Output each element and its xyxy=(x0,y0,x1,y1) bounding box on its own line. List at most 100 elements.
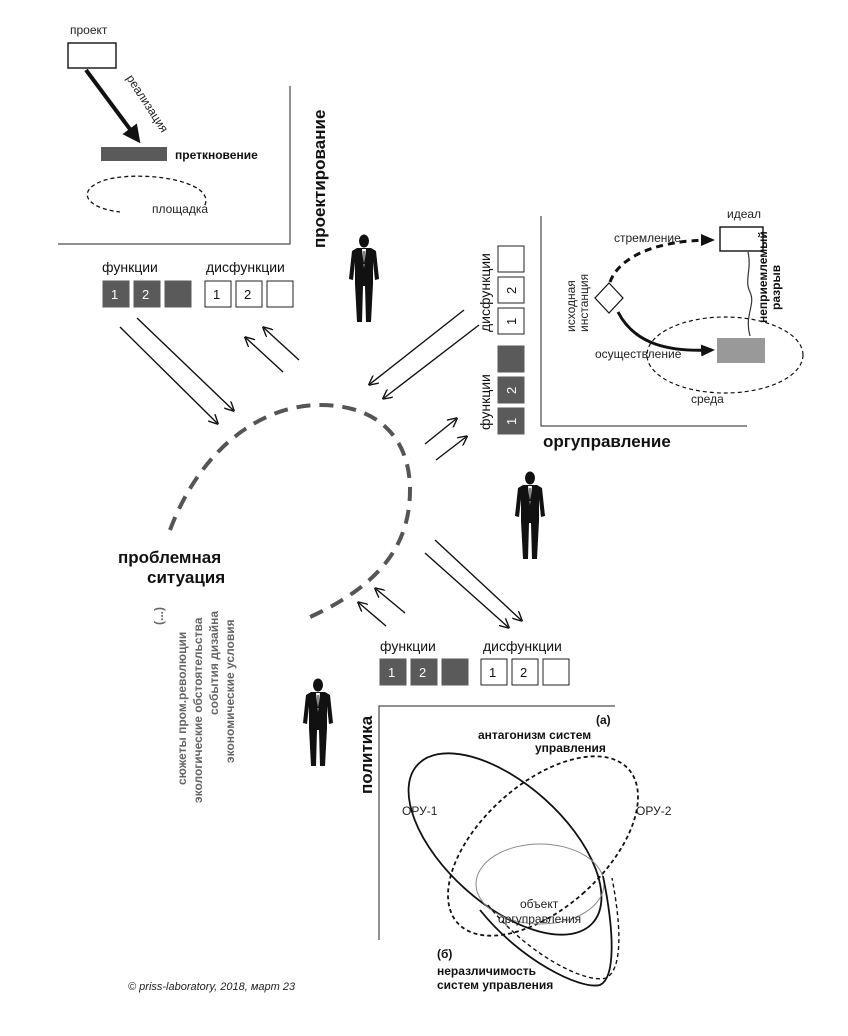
bottom-functions: функции дисфункции 1 2 1 2 xyxy=(379,638,570,686)
ideal-label: идеал xyxy=(727,207,761,221)
dysfunction-cell xyxy=(497,276,525,304)
object-label-2: оргуправления xyxy=(498,912,581,926)
overlap-arc-solid xyxy=(479,875,613,987)
aspiration-label: стремление xyxy=(614,231,681,245)
function-cell xyxy=(497,345,525,373)
function-cell-label: 2 xyxy=(142,287,149,302)
gap-label-1: неприемлемый xyxy=(756,231,770,323)
oru2-label: ОРУ-2 xyxy=(636,804,672,818)
dysfunction-cell xyxy=(266,280,294,308)
realization-label: осуществление xyxy=(595,347,682,361)
realization-label: реализация xyxy=(123,72,171,135)
copyright-label: © priss-laboratory, 2018, март 23 xyxy=(128,981,296,993)
problem-title-2: ситуация xyxy=(147,568,225,587)
design-section: проект реализация преткновение площадка … xyxy=(58,23,329,248)
project-label: проект xyxy=(70,23,108,37)
function-cell xyxy=(133,280,161,308)
problem-dashed-arc xyxy=(168,402,413,619)
org-frame xyxy=(540,216,747,427)
problem-item: (...) xyxy=(152,607,166,625)
function-cell-label: 2 xyxy=(419,665,426,680)
source-diamond-icon xyxy=(594,282,624,314)
indistinct-label-1: неразличимость xyxy=(437,964,536,978)
function-cell xyxy=(410,658,438,686)
ideal-box xyxy=(719,226,764,252)
top-left-functions: функции дисфункции 1 2 1 2 xyxy=(102,259,294,308)
realization-arrow-icon xyxy=(616,311,715,357)
dysfunction-cell xyxy=(235,280,263,308)
dysfunction-cell-label: 1 xyxy=(213,287,220,302)
realized-block xyxy=(717,338,765,363)
politics-section: политика (а) антагонизм систем управлени… xyxy=(357,705,672,992)
oru2-ellipse xyxy=(447,755,639,937)
function-cell xyxy=(441,658,469,686)
object-label-1: объект xyxy=(520,897,559,911)
design-title: проектирование xyxy=(310,110,329,248)
dysfunctions-label: дисфункции xyxy=(206,259,285,275)
arrow-icon xyxy=(434,539,521,620)
gap-brace xyxy=(747,251,753,337)
function-cell-label: 1 xyxy=(388,665,395,680)
stumble-label: преткновение xyxy=(175,148,258,162)
a-label: (а) xyxy=(596,713,611,727)
dysfunction-cell-label: 2 xyxy=(504,287,519,294)
problem-item: экологические обстоятельства xyxy=(191,617,205,803)
person-figure-icon xyxy=(303,678,333,766)
arrow-icon xyxy=(435,437,466,461)
arrow-icon xyxy=(264,328,300,361)
source-label-2: инстанция xyxy=(577,274,591,332)
problem-title-1: проблемная xyxy=(118,548,221,567)
antagonism-label-2: управления xyxy=(535,741,606,755)
arrow-icon xyxy=(376,589,406,614)
site-label: площадка xyxy=(152,202,208,216)
bottom-arrows xyxy=(359,539,521,627)
politics-frame xyxy=(378,705,615,940)
gap-label-2: разрыв xyxy=(769,265,783,310)
problem-item: сюжеты пром.революции xyxy=(175,632,189,785)
org-functions-label: функции xyxy=(477,374,493,430)
source-label-1: исходная xyxy=(564,280,578,332)
stumble-bar xyxy=(101,147,167,161)
arrow-icon xyxy=(136,317,233,410)
site-dashed-arc xyxy=(86,175,207,213)
dysfunction-cell xyxy=(511,658,539,686)
arrow-icon xyxy=(119,326,217,423)
functions-label: функции xyxy=(380,638,436,654)
aspiration-arrow-icon xyxy=(608,234,715,283)
function-cell-label: 2 xyxy=(504,387,519,394)
org-management-section: оргуправление идеал стремление исходная … xyxy=(477,207,804,451)
function-cell xyxy=(164,280,192,308)
design-frame xyxy=(58,86,291,245)
dysfunction-cell-label: 1 xyxy=(504,318,519,325)
arrow-icon xyxy=(359,603,387,627)
dysfunctions-label: дисфункции xyxy=(483,638,562,654)
problem-item: экономические условия xyxy=(223,619,237,763)
person-figure-icon xyxy=(515,471,545,559)
dysfunction-cell xyxy=(204,280,232,308)
b-label: (б) xyxy=(437,947,452,961)
function-cell xyxy=(497,376,525,404)
dysfunction-cell-label: 2 xyxy=(244,287,251,302)
top-left-arrows xyxy=(119,317,300,423)
realization-arrow-icon xyxy=(84,68,141,144)
environment-label: среда xyxy=(691,392,724,406)
politics-title: политика xyxy=(357,715,376,794)
indistinct-label-2: систем управления xyxy=(437,978,553,992)
org-dysfunctions-label: дисфункции xyxy=(477,253,493,332)
oru1-label: ОРУ-1 xyxy=(402,804,438,818)
problem-item: события дизайна xyxy=(207,611,221,715)
right-top-arrows xyxy=(370,309,480,461)
person-figure-icon xyxy=(349,234,379,322)
dysfunction-cell xyxy=(497,307,525,335)
dysfunction-cell xyxy=(480,658,508,686)
arrow-icon xyxy=(246,338,284,373)
overlap-arc-dashed xyxy=(487,877,620,980)
function-cell xyxy=(497,407,525,435)
dysfunction-cell-label: 2 xyxy=(520,665,527,680)
dysfunction-cell xyxy=(542,658,570,686)
arrow-icon xyxy=(424,419,456,445)
dysfunction-cell xyxy=(497,245,525,273)
functions-label: функции xyxy=(102,259,158,275)
problem-situation: проблемная ситуация (...) сюжеты пром.ре… xyxy=(118,402,413,803)
